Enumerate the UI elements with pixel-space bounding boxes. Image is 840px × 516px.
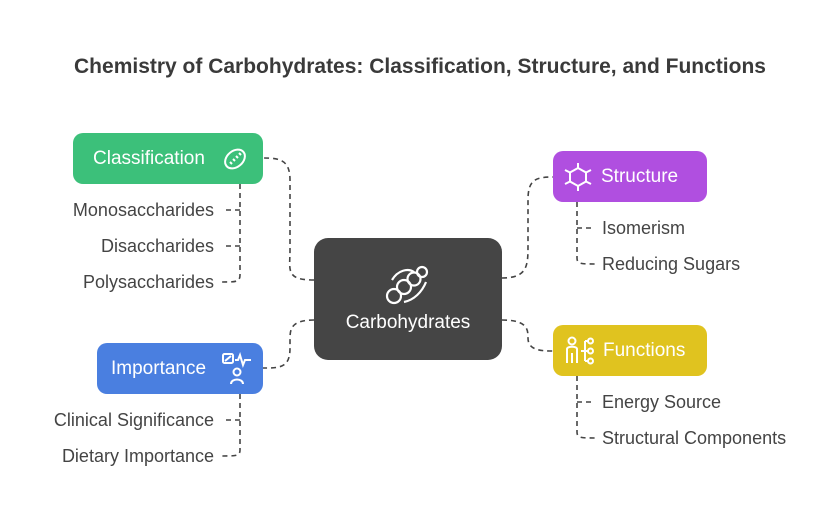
bacteria-icon: [221, 145, 249, 173]
branch-classification[interactable]: Classification: [73, 133, 263, 184]
branch-structure[interactable]: Structure: [553, 151, 707, 202]
leaf-reducing-sugars: Reducing Sugars: [602, 254, 741, 274]
connector-importance-trunk: [221, 394, 241, 457]
leaf-energy-source: Energy Source: [602, 392, 722, 412]
leaf-clinical-significance: Clinical Significance: [53, 410, 214, 430]
leaf-polysaccharides: Polysaccharides: [82, 272, 214, 292]
connector-functions-trunk: [576, 376, 596, 439]
connector-structure-trunk: [576, 202, 596, 265]
hexagon-network-icon: [563, 162, 593, 192]
leaf-structural-components: Structural Components: [602, 428, 787, 448]
leaf-monosaccharides: Monosaccharides: [72, 200, 214, 220]
center-label: Carbohydrates: [345, 312, 471, 333]
molecule-chain-icon: [384, 264, 432, 308]
branch-importance-label: Importance: [111, 357, 207, 379]
connector-classification: [262, 157, 315, 281]
person-flow-icon: [563, 335, 595, 367]
connector-classification-trunk: [221, 184, 241, 283]
connector-structure: [501, 176, 554, 279]
page-title: Chemistry of Carbohydrates: Classificati…: [74, 55, 766, 78]
leaf-disaccharides: Disaccharides: [100, 236, 214, 256]
branch-importance[interactable]: Importance: [97, 343, 263, 394]
leaf-isomerism: Isomerism: [602, 218, 686, 238]
branch-functions-label: Functions: [603, 339, 686, 361]
connector-importance: [262, 319, 315, 369]
branch-classification-label: Classification: [93, 147, 205, 169]
branch-functions[interactable]: Functions: [553, 325, 707, 376]
connector-functions: [501, 319, 554, 352]
leaf-dietary-importance: Dietary Importance: [61, 446, 214, 466]
health-monitor-icon: [221, 351, 253, 386]
branch-structure-label: Structure: [601, 165, 679, 187]
center-node-carbohydrates: Carbohydrates: [314, 238, 502, 360]
